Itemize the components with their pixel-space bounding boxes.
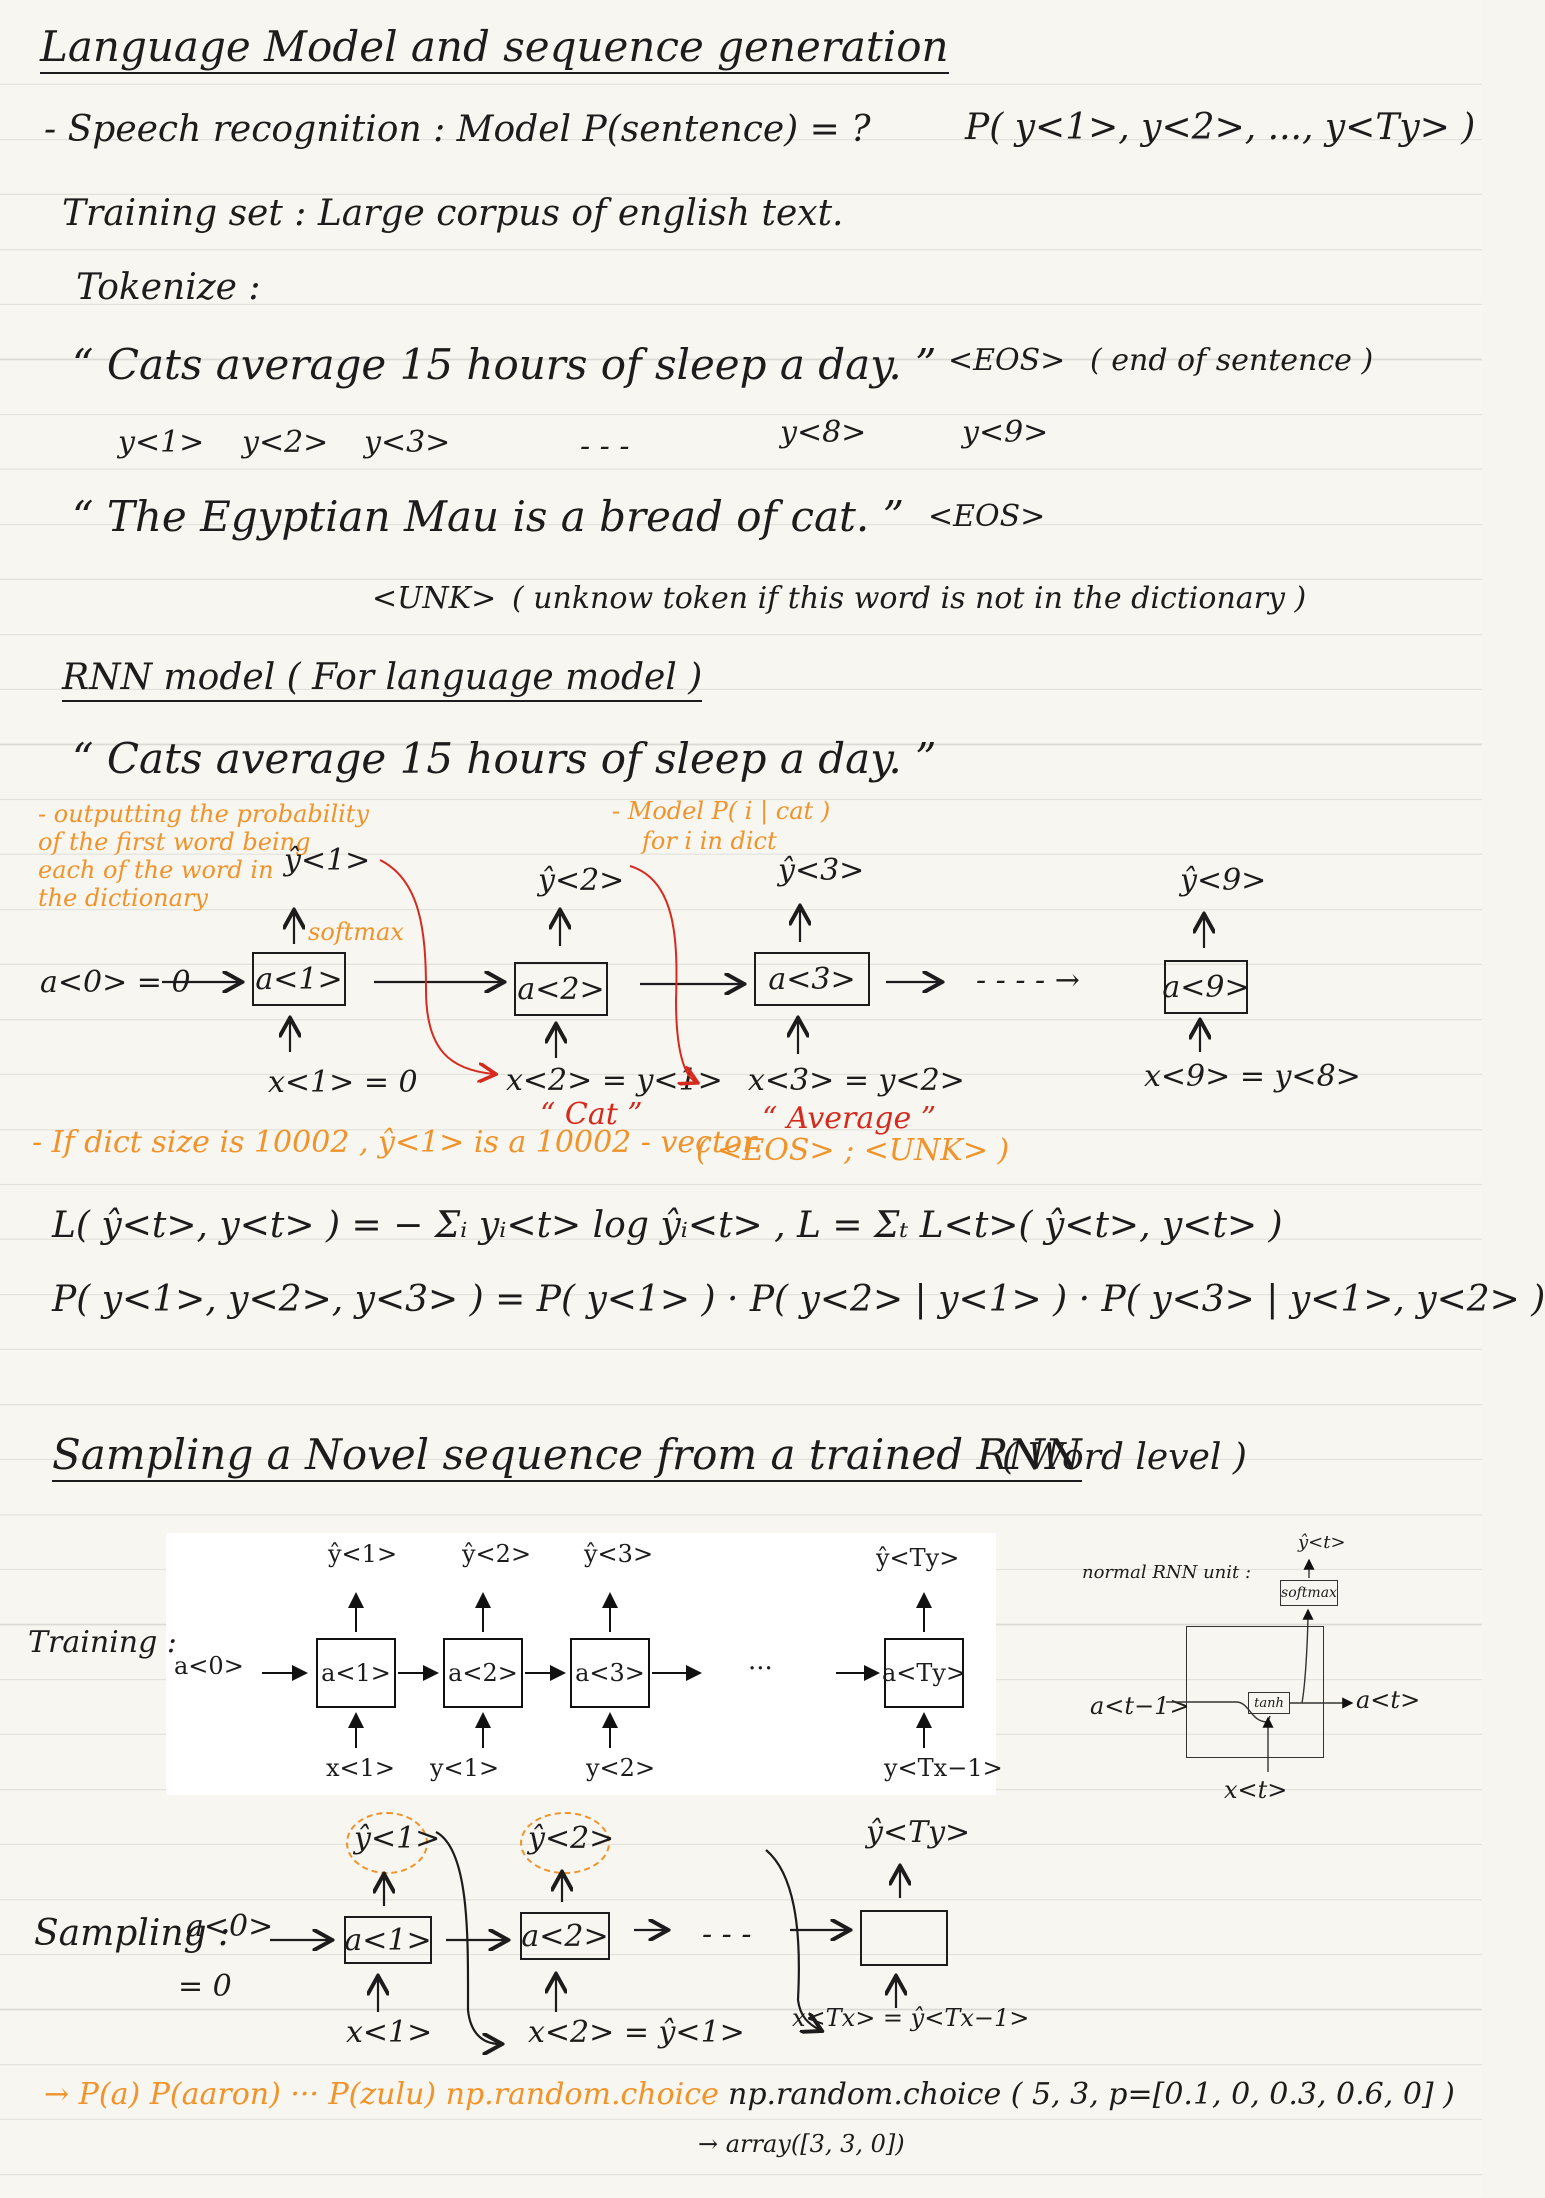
unit-frame: [1186, 1626, 1324, 1758]
loss-function: L( ŷ<t>, y<t> ) = − Σᵢ yᵢ<t> log ŷᵢ<t> ,…: [52, 1205, 1283, 1246]
sequence-probability: P( y<1>, y<2>, ..., y<Ty> ): [965, 107, 1476, 148]
example-sentence-1: “ Cats average 15 hours of sleep a day. …: [72, 340, 937, 389]
rnn-output-3: ŷ<3>: [778, 853, 865, 888]
sample-cell-2: a<2>: [520, 1912, 610, 1960]
unit-x: x<t>: [1224, 1776, 1288, 1804]
rnn-output-2: ŷ<2>: [538, 863, 625, 898]
speech-recognition-line: - Speech recognition : Model P(sentence)…: [44, 109, 871, 150]
sampled-output-2: ŷ<2>: [528, 1821, 615, 1856]
label-average: “ Average ”: [762, 1101, 937, 1136]
chain-rule: P( y<1>, y<2>, y<3> ) = P( y<1> ) · P( y…: [52, 1279, 1545, 1320]
token-y1: y<1>: [118, 425, 205, 460]
unit-output: ŷ<t>: [1298, 1532, 1346, 1553]
rnn-input-3: x<3> = y<2>: [748, 1063, 965, 1098]
train-input-1: x<1>: [326, 1754, 396, 1782]
eos-explanation: ( end of sentence ): [1090, 343, 1374, 378]
train-ellipsis: ···: [748, 1654, 773, 1684]
section-title-sampling: Sampling a Novel sequence from a trained…: [52, 1434, 1082, 1482]
code-result: → array([3, 3, 0]): [698, 2130, 905, 2158]
token-y8: y<8>: [780, 415, 867, 450]
train-output-2: ŷ<2>: [462, 1540, 532, 1568]
note-output-probability: - outputting the probability of the firs…: [38, 800, 370, 912]
rnn-output-9: ŷ<9>: [1180, 863, 1267, 898]
sampling-a0-value: = 0: [178, 1969, 232, 2004]
note-model-conditional: - Model P( i | cat ) for i in dict: [612, 797, 831, 855]
sampling-a0: a<0>: [186, 1909, 274, 1944]
tokenize-label: Tokenize :: [76, 267, 261, 308]
unk-token: <UNK>: [372, 581, 497, 616]
unk-explanation: ( unknow token if this word is not in th…: [512, 581, 1307, 616]
softmax-label: softmax: [308, 918, 404, 946]
train-cell-ty: a<Ty>: [882, 1638, 966, 1708]
rnn-input-1: x<1> = 0: [268, 1065, 418, 1100]
train-input-2: y<1>: [430, 1754, 500, 1782]
token-y2: y<2>: [242, 425, 329, 460]
sample-cell-ty: [860, 1910, 948, 1966]
train-cell-3: a<3>: [570, 1638, 650, 1708]
token-y9: y<9>: [962, 415, 1049, 450]
train-cell-1: a<1>: [316, 1638, 396, 1708]
eos-token: <EOS>: [948, 343, 1066, 378]
rnn-input-9: x<9> = y<8>: [1144, 1059, 1361, 1094]
sampled-output-ty: ŷ<Ty>: [866, 1815, 971, 1850]
sampled-output-1: ŷ<1>: [354, 1821, 441, 1856]
dict-special-tokens: ( <EOS> ; <UNK> ): [696, 1133, 1010, 1168]
train-output-3: ŷ<3>: [584, 1540, 654, 1568]
rnn-dots: - - - - →: [976, 963, 1080, 998]
training-label: Training :: [28, 1625, 177, 1660]
sample-dots: - - -: [702, 1917, 752, 1952]
train-output-ty: ŷ<Ty>: [876, 1544, 960, 1572]
diagram-arrows: [162, 859, 1354, 2198]
unit-softmax-box: softmax: [1280, 1580, 1338, 1606]
sampling-label: Sampling :: [34, 1913, 231, 1954]
unit-label: normal RNN unit :: [1082, 1562, 1252, 1583]
train-cell-2: a<2>: [443, 1638, 523, 1708]
sample-input-1: x<1>: [346, 2015, 433, 2050]
sample-cell-1: a<1>: [344, 1916, 432, 1964]
rnn-cell-2: a<2>: [514, 962, 608, 1016]
training-set-line: Training set : Large corpus of english t…: [62, 193, 844, 234]
train-input-3: y<2>: [586, 1754, 656, 1782]
unit-a-out: a<t>: [1356, 1686, 1421, 1714]
section-title-rnn-model: RNN model ( For language model ): [62, 660, 703, 702]
train-output-1: ŷ<1>: [328, 1540, 398, 1568]
section-title-note: ( Word level ): [1002, 1437, 1247, 1478]
dict-size-note: - If dict size is 10002 , ŷ<1> is a 1000…: [32, 1125, 763, 1160]
rnn-output-1: ŷ<1>: [284, 843, 371, 878]
vocab-probabilities: → P(a) P(aaron) ··· P(zulu) np.random.ch…: [44, 2077, 719, 2112]
rnn-cell-9: a<9>: [1162, 960, 1250, 1014]
sample-input-2: x<2> = ŷ<1>: [528, 2015, 745, 2050]
unit-a-in: a<t−1>: [1090, 1692, 1190, 1720]
train-input-ty: y<Tx−1>: [884, 1754, 1003, 1782]
train-a0: a<0>: [174, 1652, 244, 1680]
eos-token-2: <EOS>: [928, 499, 1046, 534]
token-dots: - - -: [580, 429, 630, 464]
token-y3: y<3>: [364, 425, 451, 460]
label-cat: “ Cat ”: [540, 1097, 643, 1132]
code-random-choice: np.random.choice ( 5, 3, p=[0.1, 0, 0.3,…: [728, 2077, 1455, 2112]
example-sentence-2: “ The Egyptian Mau is a bread of cat. ”: [72, 492, 905, 541]
rnn-cell-3: a<3>: [754, 952, 870, 1006]
section-title-language-model: Language Model and sequence generation: [40, 26, 949, 74]
sample-input-tx: x<Tx> = ŷ<Tx−1>: [792, 2004, 1030, 2032]
rnn-example-sentence: “ Cats average 15 hours of sleep a day. …: [72, 734, 937, 783]
rnn-cell-1: a<1>: [252, 952, 346, 1006]
unit-tanh-box: tanh: [1248, 1692, 1290, 1714]
